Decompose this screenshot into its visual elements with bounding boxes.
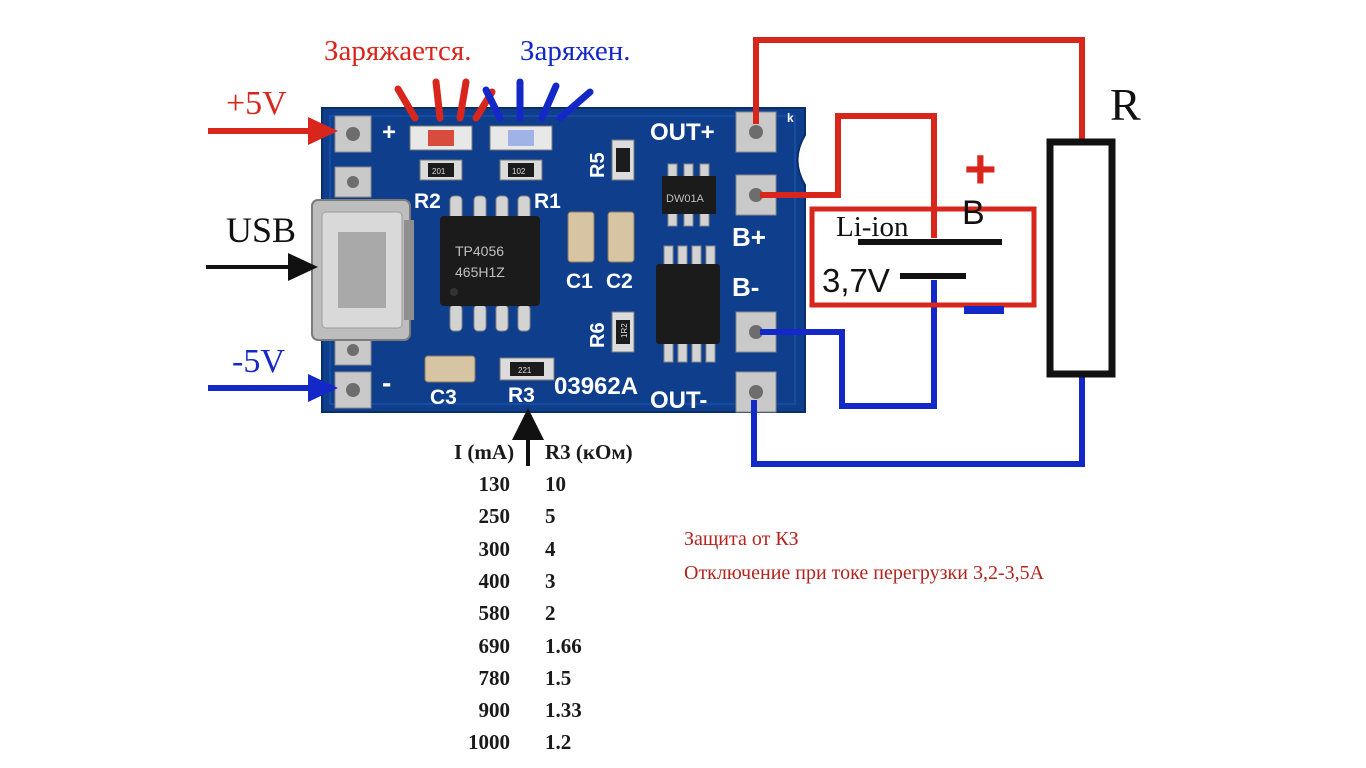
table-cell-current: 250 (478, 504, 511, 529)
table-cell-current: 580 (478, 601, 511, 626)
voltage-label: 3,7V (822, 262, 890, 299)
board-model-label: 03962A (554, 373, 638, 400)
minus5v-label: -5V (232, 343, 285, 380)
table-cell-current: 900 (478, 698, 511, 723)
charged-label: Заряжен. (520, 35, 631, 67)
table-cell-resistance: 5 (545, 504, 556, 529)
led-indicators (409, 125, 553, 151)
arrow-right-black-icon (288, 253, 318, 281)
r1-label: R1 (534, 190, 561, 213)
table-row: 580 2 (440, 601, 640, 631)
c1-label: C1 (566, 270, 593, 293)
table-cell-current: 690 (478, 633, 511, 658)
load-resistor (1046, 138, 1116, 378)
blue-wires (751, 280, 1085, 467)
table-row: 900 1.33 (440, 698, 640, 728)
r1-code: 102 (512, 167, 526, 176)
r2-label: R2 (414, 190, 441, 213)
smd-resistors-top (419, 159, 543, 181)
li-ion-label: Li-ion (836, 211, 909, 243)
arrow-right-red-icon (308, 117, 338, 145)
table-header: I (mA) R3 (кОм) (440, 440, 640, 470)
table-cell-current: 300 (478, 536, 511, 561)
table-row: 250 5 (440, 504, 640, 534)
table-row: 780 1.5 (440, 666, 640, 696)
table-cell-resistance: 4 (545, 536, 556, 561)
b-plus-label: B+ (732, 222, 766, 252)
out-minus-label: OUT- (650, 387, 707, 414)
table-row: 1000 1.2 (440, 730, 640, 760)
table-cell-current: 400 (478, 568, 511, 593)
plus5v-label: +5V (226, 85, 287, 122)
out-plus-label: OUT+ (650, 119, 715, 146)
table-header-current: I (mA) (454, 440, 515, 464)
battery-plus-sign: + (964, 137, 997, 200)
table-cell-current: 780 (478, 665, 511, 690)
input-arrows (206, 117, 544, 466)
battery-b-label: B (962, 194, 985, 232)
table-cell-resistance: 1.66 (545, 633, 582, 658)
table-header-resistance: R3 (кОм) (545, 440, 633, 464)
protection-note: Защита от КЗ (684, 528, 799, 550)
table-row: 130 10 (440, 472, 640, 502)
dw01a-chip (662, 163, 716, 227)
board-corner-mark: k (787, 111, 794, 125)
chip-marking-1: TP4056 (455, 243, 504, 259)
arrow-right-blue-icon (308, 374, 338, 402)
table-cell-resistance: 1.2 (545, 730, 572, 755)
table-row: 400 3 (440, 569, 640, 599)
table-cell-resistance: 10 (545, 472, 566, 496)
table-cell-current: 1000 (468, 730, 510, 755)
r5-label: R5 (587, 152, 609, 178)
left-pads (334, 115, 372, 409)
c3-label: C3 (430, 386, 457, 409)
table-cell-resistance: 1.33 (545, 698, 582, 723)
usb-connector (311, 199, 414, 341)
smd-resistors-small (499, 139, 635, 381)
r3-code: 221 (518, 366, 532, 375)
charging-label: Заряжается. (324, 35, 472, 67)
tp4056-chip (440, 195, 540, 332)
r-label: R (1110, 79, 1141, 130)
charged-rays (482, 78, 594, 122)
arrow-up-black-icon (512, 408, 544, 440)
battery-symbol (809, 206, 1037, 314)
table-cell-resistance: 3 (545, 568, 556, 593)
b-minus-label: B- (732, 272, 759, 302)
table-cell-current: 130 (478, 472, 511, 496)
r6-code: 1R2 (620, 323, 629, 338)
table-cell-resistance: 1.5 (545, 665, 572, 690)
table-row: 690 1.66 (440, 634, 640, 664)
c2-label: C2 (606, 270, 633, 293)
capacitors (424, 211, 635, 383)
usb-label: USB (226, 210, 296, 250)
r6-label: R6 (587, 322, 609, 348)
r3-label: R3 (508, 384, 535, 407)
dw01a-marking: DW01A (666, 193, 705, 205)
mosfet-chip (656, 245, 720, 363)
chip-marking-2: 465H1Z (455, 264, 505, 280)
board-plus-mark: + (382, 119, 396, 146)
red-wires (753, 37, 1085, 238)
overload-note: Отключение при токе перегрузки 3,2-3,5А (684, 562, 1045, 584)
board-minus-mark: - (382, 367, 391, 398)
table-row: 300 4 (440, 537, 640, 567)
table-cell-resistance: 2 (545, 601, 556, 626)
r2-code: 201 (432, 167, 446, 176)
